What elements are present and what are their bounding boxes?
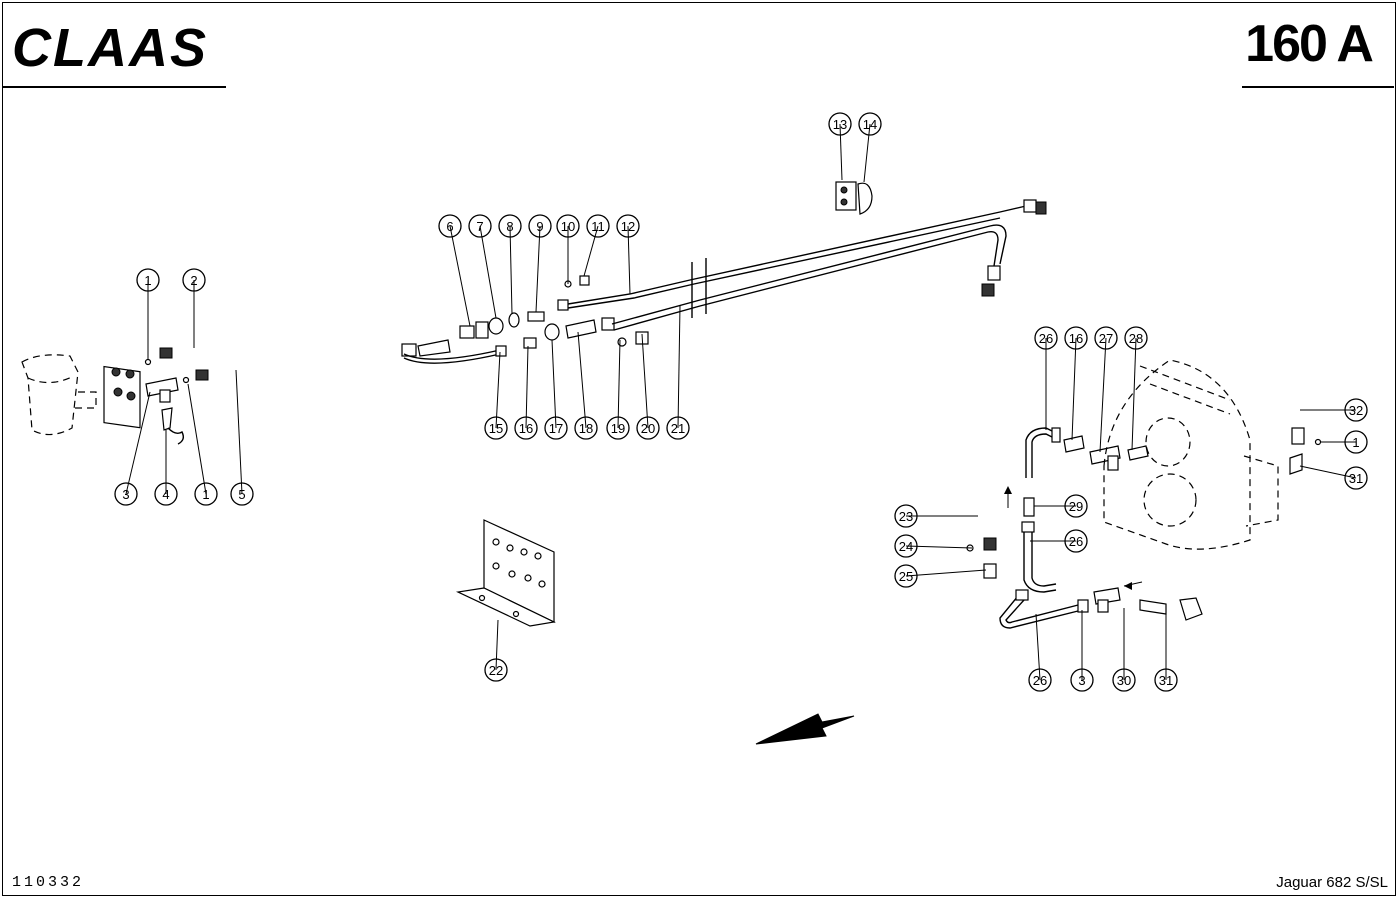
- up-arrow-icon: [1004, 486, 1012, 494]
- drawing-number: 110332: [12, 874, 85, 891]
- callout-number: 4: [162, 487, 169, 502]
- leader-line: [617, 339, 621, 429]
- left-arrow-icon: [1124, 582, 1132, 590]
- callout-number: 22: [489, 663, 503, 678]
- leader-line: [495, 619, 499, 671]
- hose-23: [966, 283, 997, 579]
- leader-line: [863, 123, 871, 183]
- page-number-underline: [1242, 86, 1394, 88]
- leader-line: [577, 331, 587, 429]
- model-name: Jaguar 682 S/SL: [1276, 874, 1388, 891]
- brand-logo: CLAAS: [12, 18, 208, 78]
- callout-number: 18: [579, 421, 593, 436]
- leader-line: [495, 351, 501, 429]
- callout-number: 3: [1078, 673, 1085, 688]
- tee-fitting-left: [144, 358, 190, 445]
- leader-line: [583, 225, 599, 277]
- leader-line: [1299, 465, 1357, 479]
- leader-line: [1099, 337, 1107, 453]
- brand-logo-text: CLAAS: [12, 18, 208, 78]
- leader-line: [525, 345, 529, 429]
- callout-number: 31: [1159, 673, 1173, 688]
- leader-line: [905, 545, 973, 549]
- callout-13: 13: [828, 112, 852, 136]
- callout-number: 20: [641, 421, 655, 436]
- leader-line: [905, 569, 987, 577]
- callout-number: 15: [489, 421, 503, 436]
- flange-plate: [103, 365, 141, 429]
- leader-line: [1071, 337, 1077, 441]
- hoses-left: [159, 335, 507, 381]
- leader-line: [1035, 613, 1041, 681]
- callout-number: 21: [671, 421, 685, 436]
- leader-line: [187, 383, 207, 495]
- right-unit: [1103, 359, 1279, 550]
- hose-fitting: [417, 339, 451, 357]
- leader-line: [551, 339, 557, 429]
- leader-line: [479, 225, 497, 319]
- leader-line: [641, 333, 649, 429]
- callout-number: 25: [899, 569, 913, 584]
- callout-number: 31: [1349, 471, 1363, 486]
- clamp-13-14: [835, 181, 873, 215]
- travel-direction-arrow-icon: [755, 713, 855, 745]
- callout-number: 30: [1117, 673, 1131, 688]
- long-pipes: [567, 199, 1037, 331]
- callout-number: 5: [238, 487, 245, 502]
- callout-number: 26: [1033, 673, 1047, 688]
- leader-lines: [125, 123, 1357, 681]
- callout-number: 17: [549, 421, 563, 436]
- leader-line: [839, 123, 843, 181]
- callout-number: 19: [611, 421, 625, 436]
- leader-line: [677, 305, 681, 429]
- leader-line: [627, 225, 631, 295]
- fittings-right: [999, 427, 1203, 629]
- leader-line: [449, 225, 471, 327]
- leader-line: [509, 225, 513, 315]
- leader-line: [235, 369, 243, 495]
- bracket-22: [455, 519, 556, 627]
- logo-underline: [2, 86, 226, 88]
- callout-number: 3: [122, 487, 129, 502]
- leader-line: [535, 225, 541, 313]
- callout-number: 16: [519, 421, 533, 436]
- callout-number: 1: [202, 487, 209, 502]
- hose-32: [1035, 201, 1322, 475]
- callout-22: 22: [484, 658, 508, 682]
- fittings-middle: [459, 275, 649, 349]
- leader-line: [125, 391, 151, 495]
- page-number: 160 A: [1245, 15, 1374, 73]
- leader-line: [1131, 337, 1137, 451]
- left-unit: [21, 354, 141, 436]
